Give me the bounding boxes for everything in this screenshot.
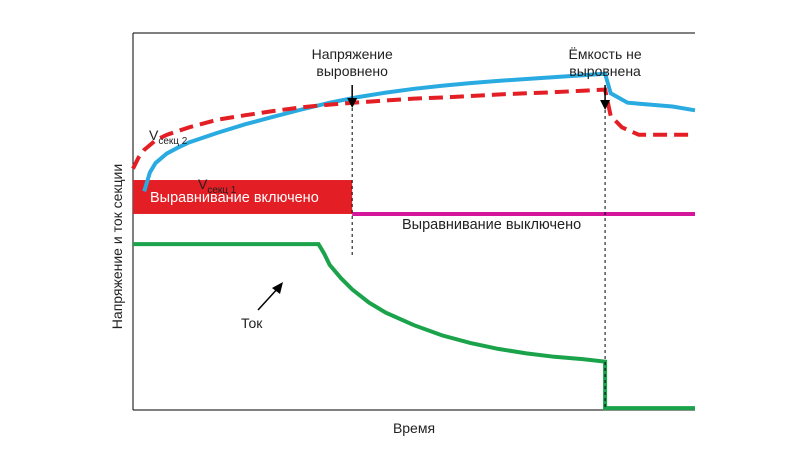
series-label-v-cell-1-main: V [198, 176, 208, 192]
balancing-on-bar [133, 180, 353, 214]
marker-label-capacity-unbalanced-line1: Ёмкость не [569, 46, 642, 62]
arrow-shaft [257, 286, 280, 311]
arrow-head [347, 98, 358, 108]
series-label-v-cell-2-main: V [149, 127, 159, 143]
series-line-v-cell-2 [131, 87, 695, 170]
series-label-v-cell-1: Vсекц 1 [198, 176, 237, 196]
series-label-v-cell-2-sub: секц 2 [158, 136, 187, 147]
series-label-v-cell-1-sub: секц 1 [207, 185, 236, 196]
arrow-head [600, 100, 611, 110]
arrow-head [272, 282, 283, 294]
plot-frame [132, 32, 695, 411]
y-axis-label: Напряжение и ток секции [109, 164, 125, 329]
arrow-down-icon [347, 85, 358, 108]
marker-label-voltage-balanced-line2: выровнено [316, 63, 388, 79]
series-label-current: Ток [241, 315, 263, 331]
series-label-balancing-off: Выравнивание выключено [402, 217, 581, 233]
arrow-down-icon [600, 85, 611, 110]
balancing-on-label: Выравнивание включено [150, 190, 319, 206]
marker-label-capacity-unbalanced-line2: выровнена [569, 63, 641, 79]
pointer-arrow-icon [257, 282, 283, 311]
marker-label-voltage-balanced-line1: Напряжение [312, 46, 393, 62]
series-label-v-cell-2: Vсекц 2 [149, 127, 188, 147]
series-line-current [133, 242, 695, 411]
series-line-v-cell-1 [142, 71, 696, 192]
x-axis-label: Время [393, 420, 435, 436]
